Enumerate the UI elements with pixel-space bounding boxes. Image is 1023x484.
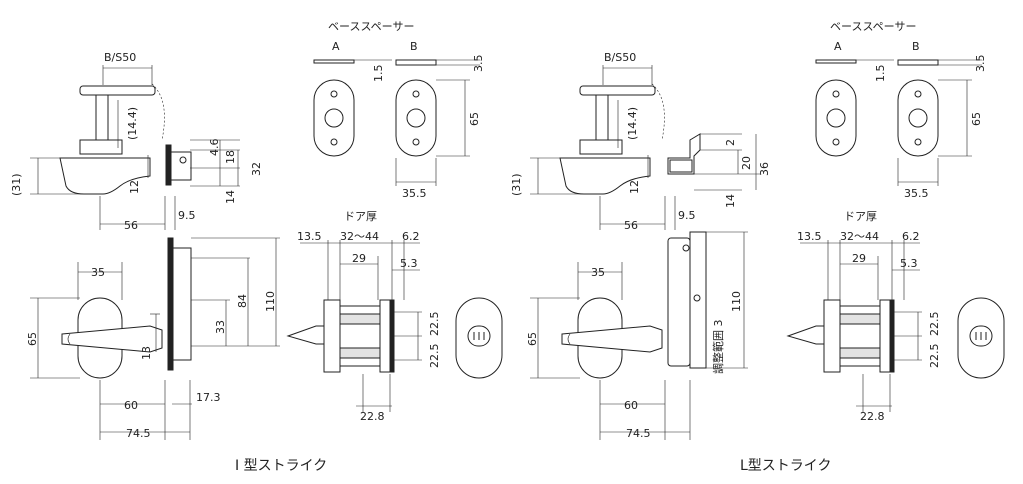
left-section-view: 13.5 ドア厚 32～44 6.2 29 5.3 22.5 22.5 — [286, 210, 503, 423]
dim-13: 13 — [140, 346, 153, 360]
dim-33: 33 — [214, 320, 227, 334]
dim-65: 65 — [26, 332, 39, 346]
dim-14: 14 — [724, 194, 737, 208]
dim-31: (31) — [10, 173, 23, 196]
dim-14-4: (14.4) — [626, 107, 639, 140]
dim-35: 35 — [591, 266, 605, 279]
left-spacers: ベーススペーサー A B 1.5 3.5 65 35.5 — [313, 20, 485, 200]
spacer-title: ベーススペーサー — [830, 20, 916, 33]
dim-3-5: 3.5 — [472, 55, 485, 73]
dim-32-44: 32～44 — [340, 230, 379, 243]
spacer-b-label: B — [912, 40, 920, 53]
dim-22-5-top: 22.5 — [928, 312, 941, 337]
left-handle-side-view: B/S50 (14.4) (31) 12 56 9.5 — [10, 51, 263, 232]
dim-13-5: 13.5 — [297, 230, 322, 243]
dim-1-5: 1.5 — [372, 65, 385, 83]
dim-60: 60 — [624, 399, 638, 412]
dim-84: 84 — [236, 294, 249, 308]
dim-74-5: 74.5 — [626, 427, 651, 440]
dim-35-5: 35.5 — [402, 187, 427, 200]
dim-31: (31) — [510, 173, 523, 196]
dim-22-8: 22.8 — [360, 410, 385, 423]
dim-56: 56 — [124, 219, 138, 232]
dim-65-spacer: 65 — [970, 112, 983, 126]
dim-65: 65 — [526, 332, 539, 346]
dim-32: 32 — [250, 162, 263, 176]
dim-12: 12 — [128, 180, 141, 194]
dim-22-5-top: 22.5 — [428, 312, 441, 337]
dim-18: 18 — [224, 150, 237, 164]
right-handle-front-view: 35 65 110 調整範囲 3 60 74.5 — [526, 231, 748, 440]
dim-5-3: 5.3 — [400, 257, 418, 270]
dim-bs50: B/S50 — [604, 51, 636, 64]
door-thickness-label: ドア厚 — [344, 210, 377, 223]
right-handle-side-view: B/S50 (14.4) (31) 12 56 9.5 — [510, 51, 771, 232]
dim-20: 20 — [740, 156, 753, 170]
dim-36: 36 — [758, 162, 771, 176]
dim-65-spacer: 65 — [468, 112, 481, 126]
dim-32-44: 32～44 — [840, 230, 879, 243]
door-thickness-label: ドア厚 — [844, 210, 877, 223]
dim-3-5: 3.5 — [974, 55, 987, 73]
dim-60: 60 — [124, 399, 138, 412]
dim-6-2: 6.2 — [902, 230, 920, 243]
dim-22-5-bottom: 22.5 — [428, 344, 441, 369]
dim-bs50: B/S50 — [104, 51, 136, 64]
dim-35: 35 — [91, 266, 105, 279]
right-set: B/S50 (14.4) (31) 12 56 9.5 — [510, 20, 1005, 474]
adjust-range-label: 調整範囲 3 — [711, 320, 725, 375]
dim-17-3: 17.3 — [196, 391, 221, 404]
dim-29: 29 — [352, 252, 366, 265]
dim-22-8: 22.8 — [860, 410, 885, 423]
dim-56: 56 — [624, 219, 638, 232]
spacer-a-label: A — [834, 40, 842, 53]
left-set: B/S50 (14.4) (31) 12 56 9.5 — [10, 20, 503, 474]
dim-29: 29 — [852, 252, 866, 265]
dim-22-5-bottom: 22.5 — [928, 344, 941, 369]
spacer-a-label: A — [332, 40, 340, 53]
dim-2: 2 — [724, 139, 737, 146]
dim-13-5: 13.5 — [797, 230, 822, 243]
dim-110: 110 — [264, 291, 277, 312]
right-spacers: ベーススペーサー A B 1.5 3.5 65 35.5 — [815, 20, 987, 200]
dim-6-2: 6.2 — [402, 230, 420, 243]
dim-14: 14 — [224, 190, 237, 204]
dim-110: 110 — [730, 291, 743, 312]
spacer-b-label: B — [410, 40, 418, 53]
dim-74-5: 74.5 — [126, 427, 151, 440]
spacer-title: ベーススペーサー — [328, 20, 414, 33]
right-section-view: 13.5 ドア厚 32～44 6.2 29 5.3 22.5 22.5 — [786, 210, 1005, 423]
caption-l-type: L型ストライク — [740, 458, 832, 474]
dim-12: 12 — [628, 180, 641, 194]
dim-1-5: 1.5 — [874, 65, 887, 83]
dim-4-6: 4.6 — [208, 139, 221, 157]
left-handle-front-view: 35 65 13 33 84 110 — [26, 237, 280, 440]
dim-9-5: 9.5 — [678, 209, 696, 222]
dim-14-4: (14.4) — [126, 107, 139, 140]
dim-5-3: 5.3 — [900, 257, 918, 270]
dim-9-5: 9.5 — [178, 209, 196, 222]
dim-35-5: 35.5 — [904, 187, 929, 200]
caption-i-type: I 型ストライク — [235, 458, 327, 474]
